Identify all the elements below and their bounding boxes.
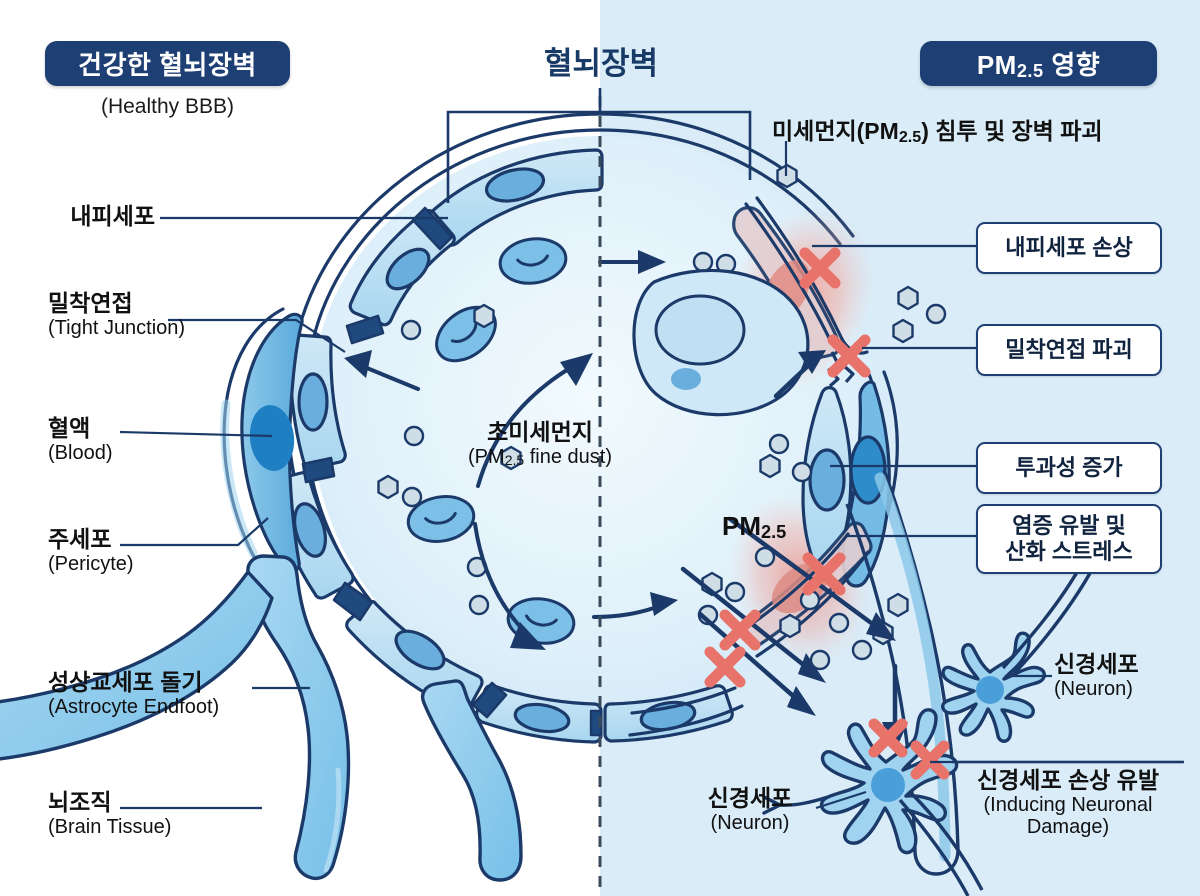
neuron-upper-right bbox=[941, 559, 1096, 743]
badge-healthy-bbb: 건강한 혈뇌장벽 bbox=[45, 41, 290, 86]
page-title-text: 혈뇌장벽 bbox=[543, 46, 659, 81]
leader-lines-left bbox=[119, 216, 448, 810]
callout-endothelial-damage-label: 내피세포 손상 bbox=[1005, 234, 1133, 260]
bbb-bracket bbox=[446, 88, 752, 203]
healthy-bbb-subtitle: (Healthy BBB) bbox=[100, 95, 235, 118]
callout-tight-junction-destruction-label: 밀착연접 파괴 bbox=[1005, 336, 1133, 362]
callout-tight-junction-destruction[interactable]: 밀착연접 파괴 bbox=[976, 324, 1162, 376]
brain-tissue-left bbox=[0, 570, 274, 761]
callout-inflammation-oxidative-stress[interactable]: 염증 유발 및 산화 스트레스 bbox=[976, 504, 1162, 574]
label-pericyte: 주세포 (Pericyte) bbox=[48, 526, 134, 575]
label-neuron-right: 신경세포 (Neuron) bbox=[1054, 651, 1139, 700]
label-pm25: PM2.5 bbox=[722, 511, 787, 543]
pericyte bbox=[220, 307, 304, 588]
callout-permeability-increase-label: 투과성 증가 bbox=[1015, 454, 1123, 480]
astrocyte-endfoot-right bbox=[845, 469, 960, 876]
label-neuron-center: 신경세포 (Neuron) bbox=[707, 785, 793, 834]
badge-pm25-impact: PM2.5 영향 bbox=[920, 41, 1157, 86]
callout-permeability-increase[interactable]: 투과성 증가 bbox=[976, 442, 1162, 494]
label-tight-junction: 밀착연접 (Tight Junction) bbox=[48, 290, 186, 339]
label-fine-dust: 초미세먼지 (PM2.5 fine dust) bbox=[468, 419, 612, 469]
label-blood: 혈액 (Blood) bbox=[48, 415, 113, 464]
astrocyte-endfoot-left bbox=[246, 554, 351, 881]
badge-pm25-impact-label: PM2.5 영향 bbox=[976, 50, 1101, 82]
label-brain-tissue: 뇌조직 (Brain Tissue) bbox=[48, 789, 172, 838]
flow-arrows bbox=[344, 250, 826, 650]
page-title: 혈뇌장벽 bbox=[470, 38, 732, 83]
callout-endothelial-damage[interactable]: 내피세포 손상 bbox=[976, 222, 1162, 274]
brain-parenchyma-cell bbox=[632, 268, 810, 417]
penetration-arrows bbox=[680, 516, 908, 752]
label-neuronal-damage: 신경세포 손상 유발 (Inducing Neuronal Damage) bbox=[976, 767, 1160, 839]
annotation-pm25-penetration: 미세먼지(PM2.5) 침투 및 장벽 파괴 bbox=[772, 118, 1103, 146]
astrocyte-endfoot-center bbox=[420, 679, 523, 882]
label-endothelial-cell: 내피세포 bbox=[70, 203, 155, 229]
badge-healthy-bbb-label: 건강한 혈뇌장벽 bbox=[78, 50, 257, 80]
membrane-right-bottom bbox=[628, 686, 744, 737]
label-astrocyte-endfoot: 성상교세포 돌기 (Astrocyte Endfoot) bbox=[48, 669, 220, 718]
callout-inflammation-oxidative-stress-label: 염증 유발 및 산화 스트레스 bbox=[1005, 512, 1133, 564]
damage-x-marks bbox=[704, 247, 950, 780]
